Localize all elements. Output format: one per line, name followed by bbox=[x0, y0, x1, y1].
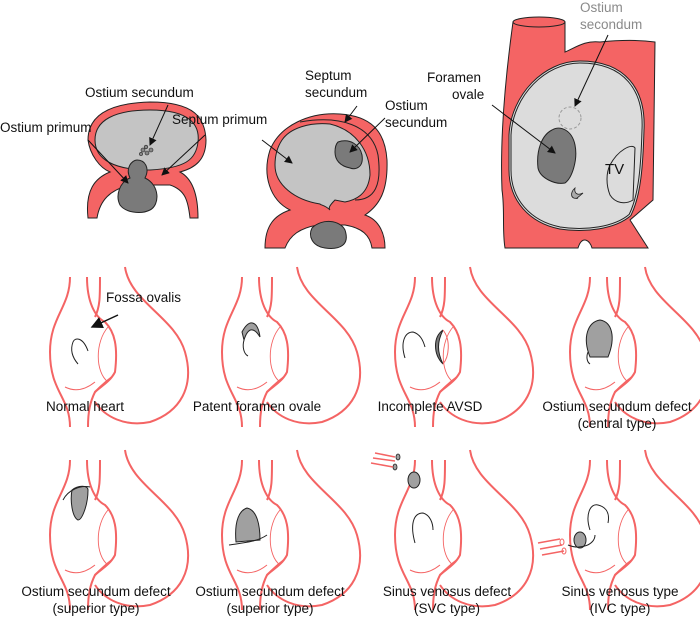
caption-secundum-superior-1: Ostium secundum defect(superior type) bbox=[21, 584, 171, 616]
label-septum-secundum-2: secundum bbox=[305, 85, 368, 100]
heart-secundum-superior-2 bbox=[221, 449, 362, 611]
caption-secundum-central: Ostium secundum defect(central type) bbox=[542, 399, 692, 431]
label-ostium-secondum-1: Ostium bbox=[580, 0, 623, 15]
fossa-arrow bbox=[90, 314, 119, 329]
caption-secundum-superior-2: Ostium secundum defect(superior type) bbox=[195, 584, 345, 616]
label-septum-primum: Septum primum bbox=[172, 112, 268, 127]
caption-incomplete-avsd: Incomplete AVSD bbox=[377, 399, 483, 414]
heart-secundum-superior-1 bbox=[49, 449, 190, 611]
label-septum-secundum-1: Septum bbox=[305, 68, 352, 83]
label-ostium-secundum-2a: Ostium bbox=[385, 98, 428, 113]
panel-septum-secundum bbox=[261, 105, 388, 249]
caption-sinus-venosus-svc: Sinus venosus defect(SVC type) bbox=[382, 584, 512, 616]
caption-sinus-venosus-ivc: Sinus venosus type(IVC type) bbox=[561, 584, 679, 616]
heart-avsd bbox=[394, 266, 535, 428]
heart-sinus-venosus-svc bbox=[370, 449, 535, 611]
caption-normal-heart: Normal heart bbox=[45, 399, 125, 414]
label-fossa-ovalis: Fossa ovalis bbox=[106, 290, 182, 305]
ostium-secundum-perforations bbox=[139, 144, 154, 156]
heart-pfo bbox=[221, 266, 362, 428]
label-ostium-secondum-2: secondum bbox=[580, 17, 643, 32]
label-tv: TV bbox=[605, 161, 625, 178]
label-ostium-secundum-2b: secundum bbox=[385, 115, 448, 130]
label-ostium-secundum: Ostium secundum bbox=[85, 85, 194, 100]
panel-ostium-primum bbox=[86, 101, 207, 219]
label-foramen-1: Foramen bbox=[427, 70, 482, 85]
heart-normal bbox=[49, 266, 190, 428]
heart-sinus-venosus-ivc bbox=[537, 449, 700, 611]
heart-secundum-central bbox=[569, 266, 700, 428]
label-ostium-primum: Ostium primum bbox=[0, 120, 92, 135]
label-foramen-2: ovale bbox=[452, 87, 485, 102]
panel-foramen-ovale bbox=[491, 16, 656, 249]
caption-pfo: Patent foramen ovale bbox=[192, 399, 322, 414]
